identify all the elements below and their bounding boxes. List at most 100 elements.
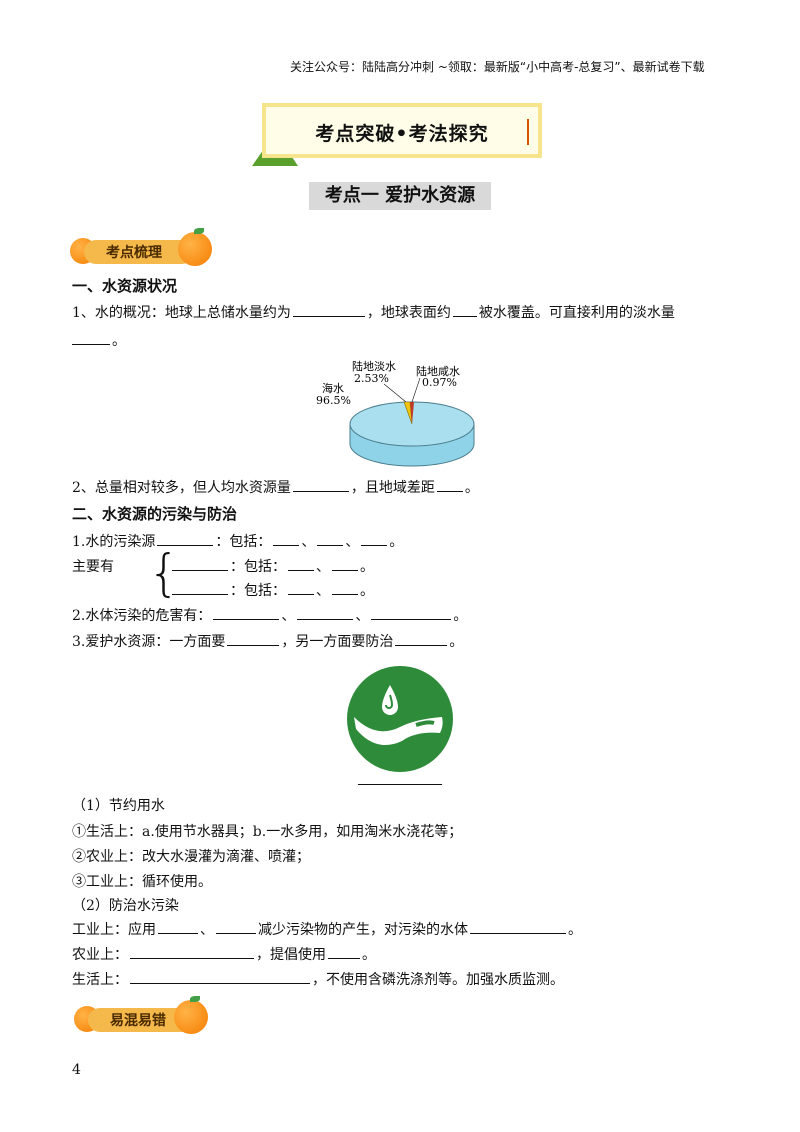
blank	[332, 581, 358, 595]
s2a: 工业上：应用 、 减少污染物的产生，对污染的水体 。	[72, 920, 582, 940]
text: 2.水体污染的危害有：	[72, 608, 212, 624]
leaf-icon	[190, 996, 200, 1002]
s1c: ③工业上：循环使用。	[72, 874, 212, 890]
leaf-icon	[194, 228, 204, 234]
page-number: 4	[72, 1062, 81, 1078]
text: 。	[568, 922, 582, 938]
text: 、	[355, 608, 370, 624]
text: 。	[453, 608, 468, 624]
p1: 1.水的污染源 ：包括： 、 、 。	[72, 532, 403, 552]
text: ，地球表面约	[366, 305, 451, 321]
text: 。	[112, 333, 126, 349]
text: 减少污染物的产生，对污染的水体	[258, 922, 468, 938]
blank	[292, 478, 349, 492]
line2: 2、总量相对较多，但人均水资源量 ，且地域差距 。	[72, 478, 479, 498]
pie-label-fresh: 陆地淡水	[352, 359, 396, 373]
banner-accent	[527, 119, 529, 145]
orange-icon	[174, 1000, 208, 1034]
blank	[297, 606, 354, 620]
text: 。	[362, 947, 376, 963]
text: 。	[464, 480, 479, 496]
text: 、	[281, 608, 296, 624]
text: 。	[360, 559, 374, 575]
s1b: ②农业上：改大水漫灌为滴灌、喷灌；	[72, 849, 310, 865]
pie-value-fresh: 2.53%	[354, 372, 389, 385]
text: 、	[301, 534, 316, 550]
blank	[227, 632, 280, 646]
blank	[288, 557, 314, 571]
p3: 3.爱护水资源：一方面要 ，另一方面要防治 。	[72, 632, 463, 652]
pie-salt-slice	[410, 402, 414, 424]
blank	[158, 920, 198, 934]
pie-value-sea: 96.5%	[316, 394, 351, 407]
blank	[328, 945, 360, 959]
line1-end: 。	[72, 331, 126, 351]
blank	[371, 606, 452, 620]
blank	[130, 945, 254, 959]
orange-icon	[178, 232, 212, 266]
text: 、	[345, 534, 360, 550]
text: 工业上：应用	[72, 922, 156, 938]
text: ，且地域差距	[350, 480, 435, 496]
s1a: ①生活上：a.使用节水器具；b.一水多用，如用淘米水浇花等；	[72, 824, 463, 840]
blank	[72, 331, 110, 345]
text: ，提倡使用	[256, 947, 326, 963]
pie-value-salt: 0.97%	[422, 376, 457, 389]
text: ，不使用含磷洗涤剂等。加强水质监测。	[312, 972, 564, 988]
s2c: 生活上： ，不使用含磷洗涤剂等。加强水质监测。	[72, 970, 564, 990]
logo-answer-blank	[358, 784, 442, 785]
blank	[157, 532, 214, 546]
text: 被水覆盖。可直接利用的淡水量	[478, 305, 675, 321]
blank	[470, 920, 566, 934]
blank	[172, 557, 228, 571]
text: 。	[449, 634, 464, 650]
tag-label: 易混易错	[110, 1013, 166, 1029]
blank	[288, 581, 314, 595]
text: 1.水的污染源	[72, 534, 156, 550]
text: ：包括：	[215, 534, 272, 550]
text: ，另一方面要防治	[281, 634, 394, 650]
tag-yihun: 易混易错	[70, 996, 220, 1034]
pie-label-sea: 海水	[322, 381, 344, 395]
subtitle: 考点一 爱护水资源	[309, 182, 491, 210]
tag-pill	[84, 240, 194, 264]
text: 生活上：	[72, 972, 128, 988]
tag-label: 考点梳理	[106, 245, 162, 261]
title-banner: 考点突破•考法探究	[262, 103, 542, 158]
section1-heading: 一、水资源状况	[72, 277, 178, 295]
header-note: 关注公众号：陆陆高分冲刺 ~领取：最新版“小中高考-总复习”、最新试卷下载	[290, 60, 705, 74]
brace: {	[148, 544, 180, 602]
p1c: ：包括：、。	[170, 581, 374, 601]
blank	[317, 532, 344, 546]
blank	[361, 532, 388, 546]
pie-leader	[383, 383, 407, 403]
text: 、	[316, 559, 330, 575]
blank	[436, 478, 463, 492]
section2-heading: 二、水资源的污染与防治	[72, 505, 238, 523]
text: ：包括：	[230, 583, 286, 599]
blank	[292, 303, 365, 317]
s1: （1）节约用水	[72, 798, 165, 814]
blank	[172, 581, 228, 595]
text: 3.爱护水资源：一方面要	[72, 634, 226, 650]
text: ：包括：	[230, 559, 286, 575]
blank	[395, 632, 448, 646]
blank	[216, 920, 256, 934]
s2: （2）防治水污染	[72, 898, 179, 914]
p1b: ：包括： 、 。	[170, 557, 374, 577]
water-pie-chart: 陆地淡水 2.53% 陆地咸水 0.97% 海水 96.5%	[316, 359, 475, 467]
text: 、	[200, 922, 214, 938]
text: 。	[389, 534, 404, 550]
s2b: 农业上：，提倡使用。	[72, 945, 376, 965]
blank	[130, 970, 310, 984]
blank	[452, 303, 477, 317]
text: 1、水的概况：地球上总储水量约为	[72, 305, 291, 321]
blank	[273, 532, 300, 546]
blank	[332, 557, 358, 571]
text: 2、总量相对较多，但人均水资源量	[72, 480, 291, 496]
pie-label-salt: 陆地咸水	[416, 364, 460, 378]
text: 。	[360, 583, 374, 599]
line1: 1、水的概况：地球上总储水量约为 ，地球表面约 被水覆盖。可直接利用的淡水量	[72, 303, 675, 323]
main-label: 主要有	[72, 559, 114, 575]
banner-title: 考点突破•考法探究	[315, 123, 489, 145]
